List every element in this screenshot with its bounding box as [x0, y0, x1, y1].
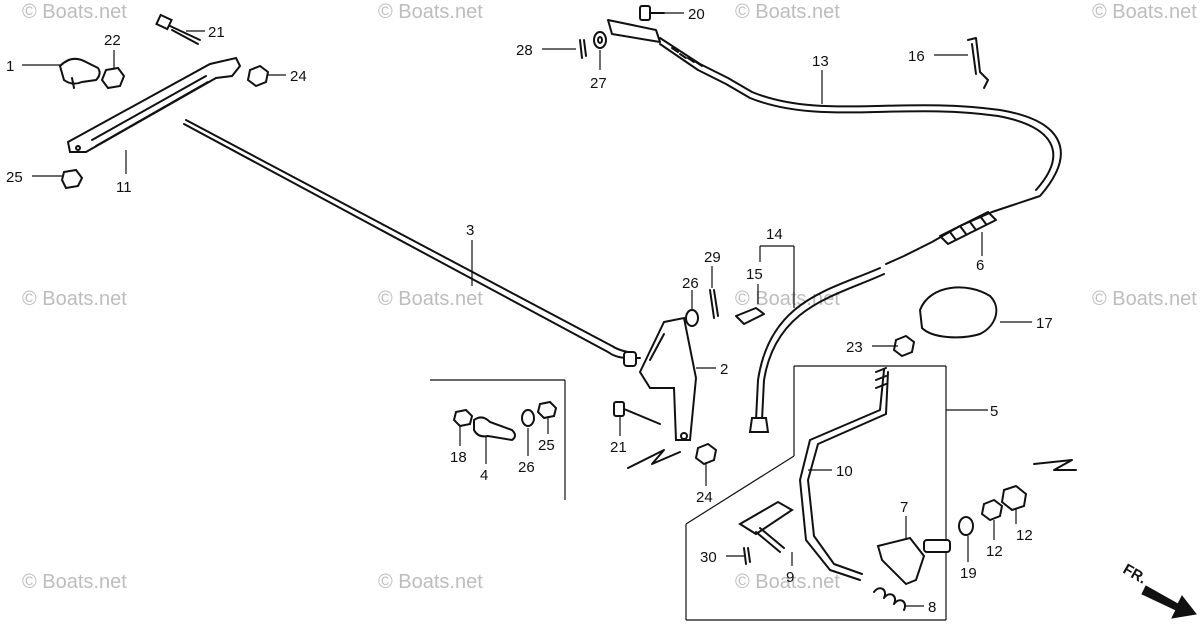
callout-3: 3: [466, 222, 474, 239]
pivot-9-part: [738, 500, 794, 553]
callout-8: 8: [928, 599, 936, 616]
callout-1: 1: [6, 58, 14, 75]
washer-27-part: [593, 31, 607, 49]
watermark: © Boats.net: [22, 288, 127, 310]
callout-6: 6: [976, 257, 984, 274]
watermark: © Boats.net: [22, 571, 127, 593]
nut-25-left-part: [60, 168, 84, 190]
callout-5: 5: [990, 403, 998, 420]
callout-19: 19: [960, 565, 977, 582]
callout-24-lower: 24: [696, 489, 713, 506]
pin-29-part: [709, 289, 719, 319]
callout-20: 20: [688, 6, 705, 23]
nut-24-top-part: [246, 64, 270, 88]
callout-12-second: 12: [986, 543, 1003, 560]
nut-24-lower-part: [694, 442, 718, 466]
callout-21-lower: 21: [610, 439, 627, 456]
callout-15: 15: [746, 266, 763, 283]
watermark: © Boats.net: [1092, 288, 1197, 310]
shift-knob-part: [918, 286, 998, 339]
front-arrow-icon: [1141, 585, 1197, 619]
washer-26-inset-part: [521, 409, 535, 427]
callout-labels: 1 22 21 24 25 11 3 28 27 20 13 16 14 15 …: [6, 6, 1053, 616]
callout-26: 26: [682, 275, 699, 292]
callout-28: 28: [516, 42, 533, 59]
callout-24: 24: [290, 68, 307, 85]
nut-25-inset-part: [536, 400, 558, 420]
callout-4: 4: [480, 467, 488, 484]
callout-13: 13: [812, 53, 829, 70]
direction-zigzag-right: [1033, 459, 1077, 471]
watermark: © Boats.net: [735, 1, 840, 23]
cable-clip-16-part: [967, 37, 989, 89]
callout-26-inset: 26: [518, 459, 535, 476]
shift-rod-part: [183, 119, 641, 367]
watermark: © Boats.net: [22, 1, 127, 23]
callout-18: 18: [450, 449, 467, 466]
callout-21: 21: [208, 24, 225, 41]
bolt-21-lower-part: [613, 401, 661, 425]
shift-lever-10-part: [799, 367, 889, 581]
callout-14: 14: [766, 226, 783, 243]
callout-30: 30: [700, 549, 717, 566]
front-label: FR.: [1120, 561, 1149, 588]
callout-27: 27: [590, 75, 607, 92]
watermark: © Boats.net: [735, 571, 840, 593]
ball-joint-part: [58, 57, 101, 89]
nut-22-part: [100, 66, 126, 90]
callout-11: 11: [116, 179, 132, 196]
direction-zigzag-left: [627, 449, 681, 469]
front-direction-indicator: FR.: [1120, 561, 1197, 619]
bracket-11-part: [66, 56, 242, 153]
inner-cable-part: [735, 267, 885, 433]
callout-9: 9: [786, 569, 794, 586]
callout-22: 22: [104, 32, 121, 49]
watermark: © Boats.net: [378, 571, 483, 593]
callout-10: 10: [836, 463, 853, 480]
nut-23-part: [892, 334, 916, 358]
callout-23: 23: [846, 339, 863, 356]
callout-17: 17: [1036, 315, 1053, 332]
watermark: © Boats.net: [1092, 1, 1197, 23]
callout-2: 2: [720, 361, 728, 378]
shift-cable-part: [607, 19, 1062, 265]
callout-25: 25: [6, 169, 23, 186]
pin-30-part: [743, 547, 751, 565]
assembly-frame: [685, 365, 947, 621]
bolt-21-top-part: [155, 13, 201, 45]
spring-8-part: [873, 587, 906, 611]
bracket-7-part: [876, 536, 951, 586]
leader-lines: [22, 12, 1032, 607]
nut-12-small-part: [980, 498, 1004, 522]
lever-bracket-part: [638, 316, 698, 441]
callout-25-inset: 25: [538, 437, 555, 454]
nut-12-large-part: [1000, 484, 1028, 512]
washer-19-part: [958, 516, 974, 536]
watermarks: © Boats.net © Boats.net © Boats.net © Bo…: [22, 1, 1197, 593]
watermark: © Boats.net: [378, 1, 483, 23]
nut-18-part: [452, 408, 474, 428]
callout-29: 29: [704, 249, 721, 266]
rod-end-4-part: [473, 416, 516, 442]
washer-26-upper-part: [685, 309, 699, 327]
callout-12: 12: [1016, 527, 1033, 544]
inset-frame: [430, 379, 566, 500]
watermark: © Boats.net: [378, 288, 483, 310]
callout-16: 16: [908, 48, 925, 65]
callout-7: 7: [900, 499, 908, 516]
pin-28-part: [579, 39, 587, 59]
